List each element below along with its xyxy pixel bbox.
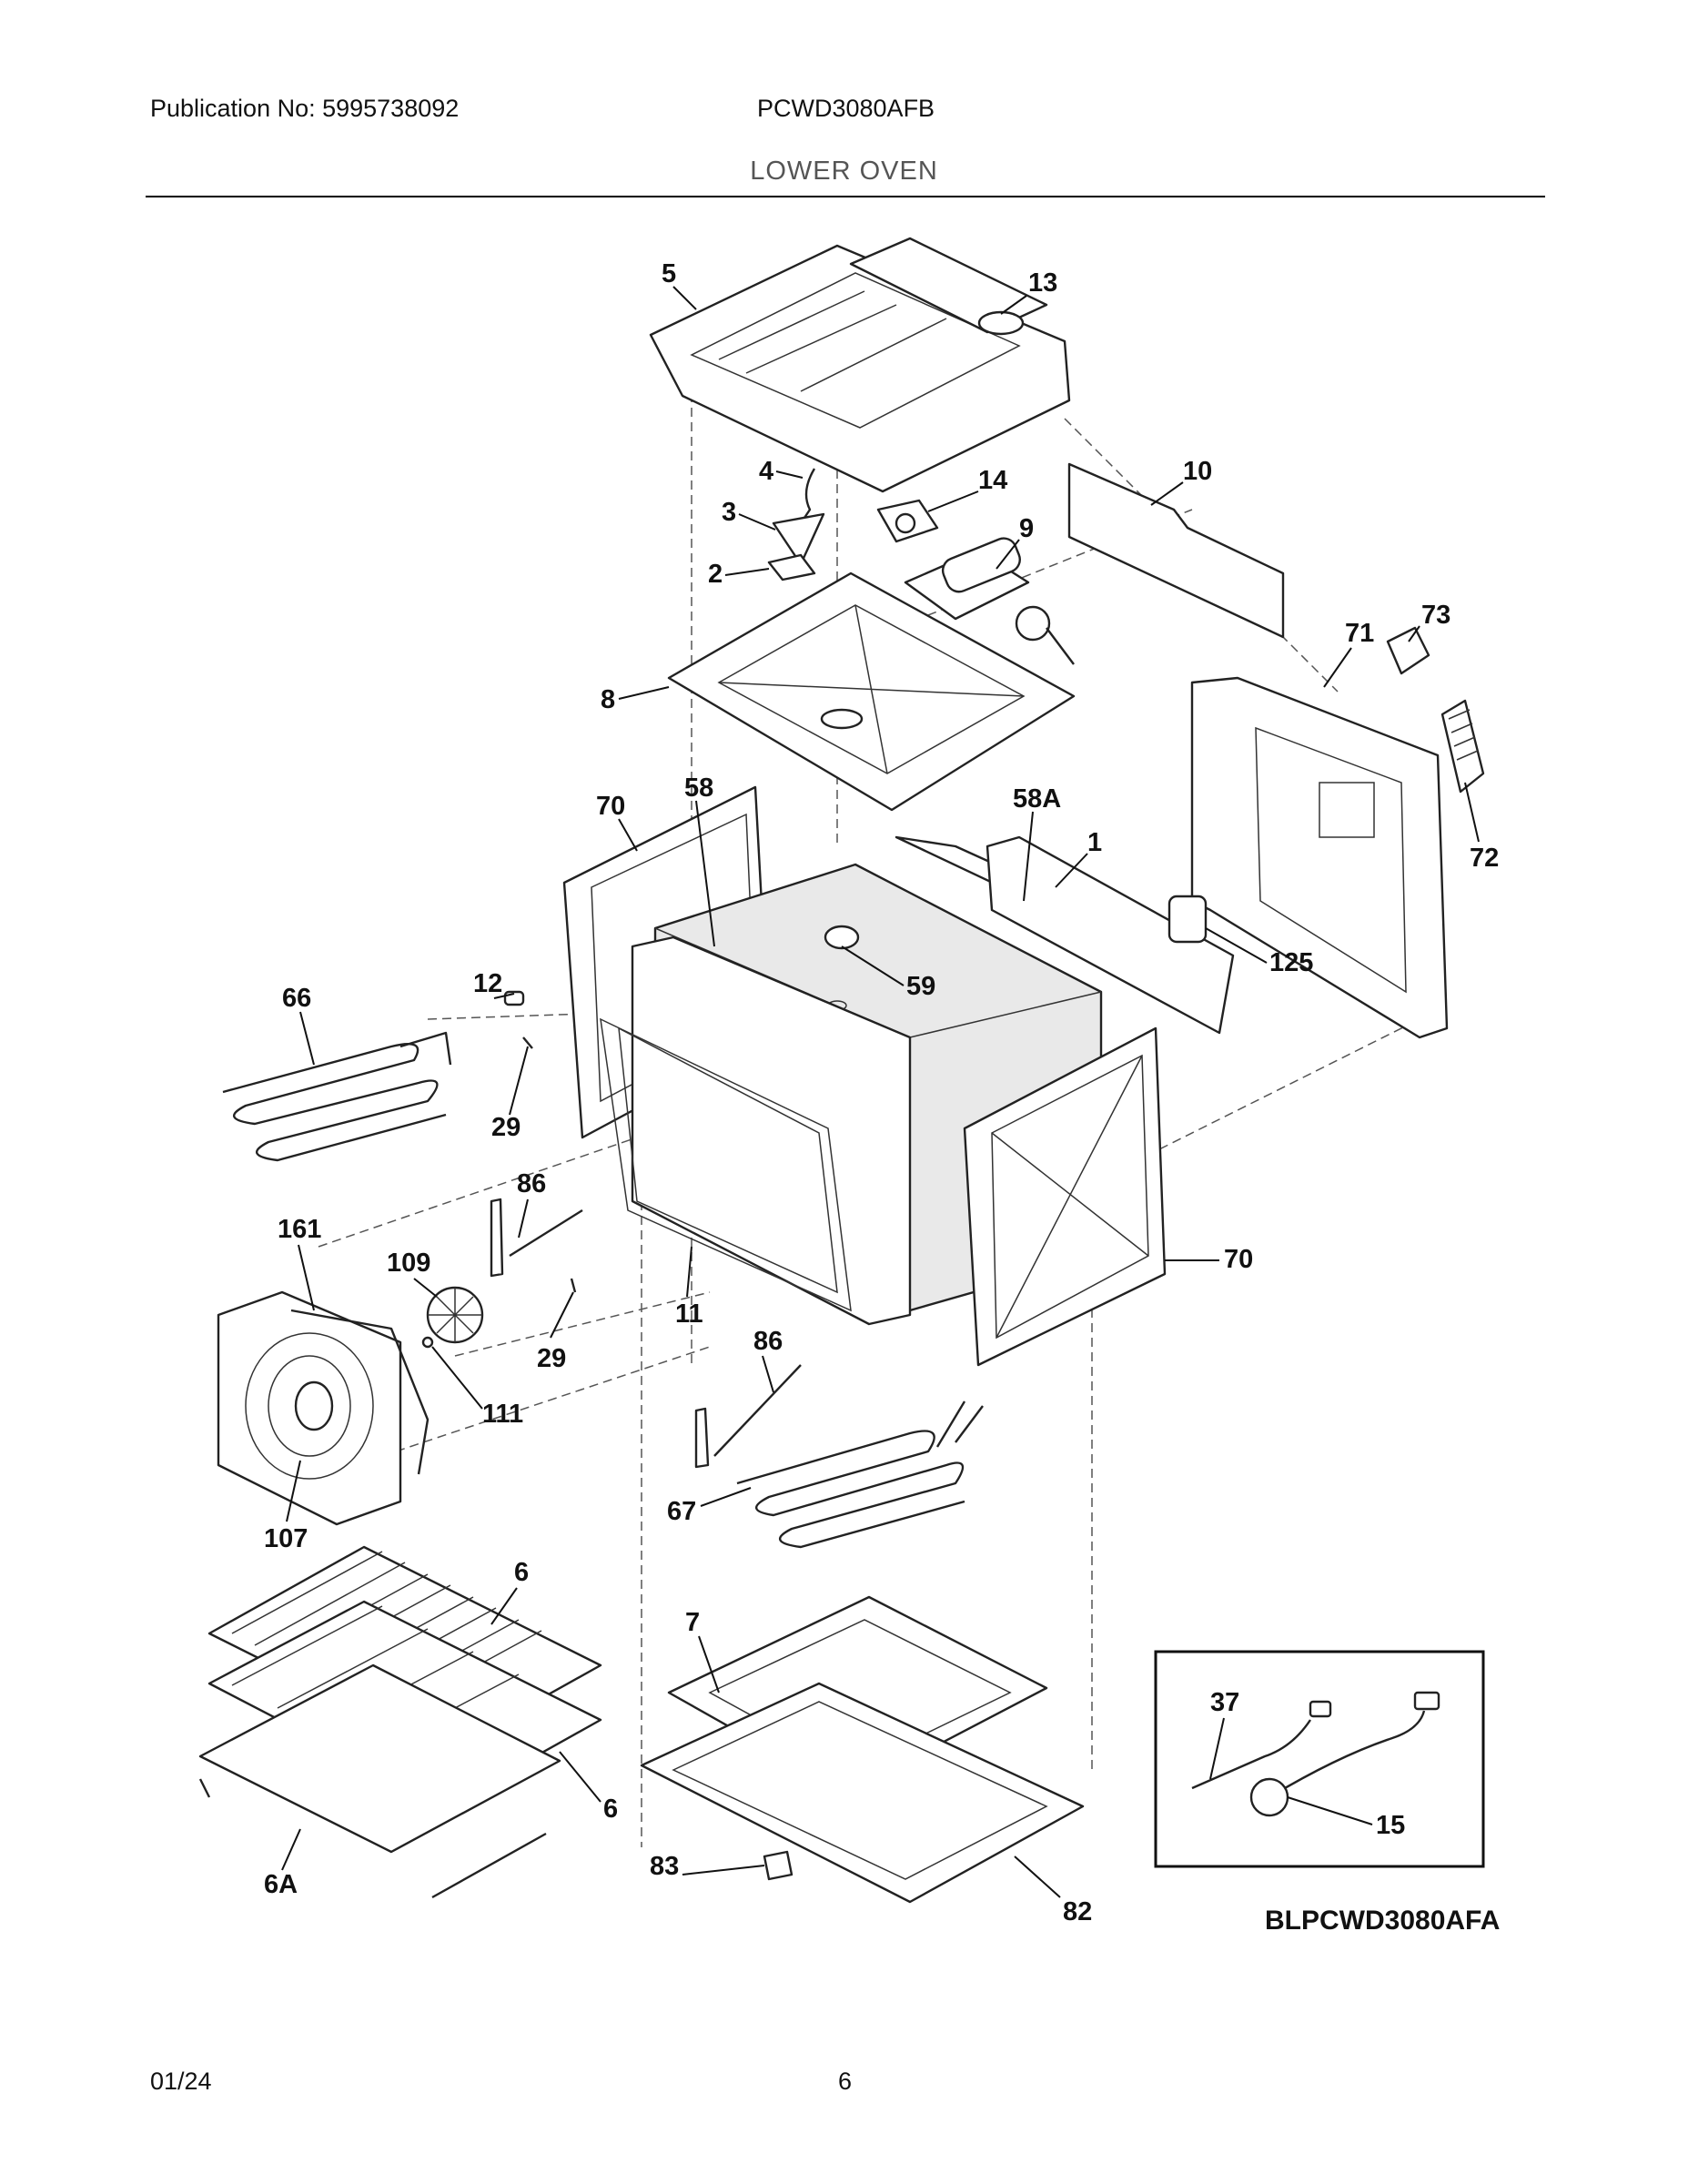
callout-59: 59 — [906, 972, 935, 1001]
parts-12-29 — [503, 990, 533, 1049]
callout-4: 4 — [759, 457, 773, 486]
part-10-heat-shield — [1067, 462, 1285, 639]
part-67-bake-element — [736, 1400, 984, 1549]
callout-15: 15 — [1376, 1811, 1405, 1840]
callout-12: 12 — [473, 969, 502, 998]
part-109-fan-blade — [421, 1286, 484, 1349]
callout-107: 107 — [264, 1524, 308, 1553]
callout-58A: 58A — [1013, 784, 1061, 814]
callout-11: 11 — [675, 1299, 703, 1329]
callout-29-b: 29 — [537, 1344, 566, 1373]
callout-29-a: 29 — [491, 1113, 521, 1142]
callout-73: 73 — [1421, 601, 1450, 630]
inset-sensor-box — [1154, 1650, 1485, 1868]
part-6-oven-racks — [198, 1545, 602, 1899]
callout-6A: 6A — [264, 1870, 298, 1899]
callout-5: 5 — [662, 259, 676, 288]
callout-10: 10 — [1183, 457, 1212, 486]
callout-58: 58 — [684, 774, 713, 803]
callout-111: 111 — [482, 1400, 523, 1429]
part-8-top-plate — [667, 571, 1076, 812]
callout-70-right: 70 — [1224, 1245, 1253, 1274]
callout-83: 83 — [650, 1852, 679, 1881]
callout-14: 14 — [978, 466, 1007, 495]
callout-82: 82 — [1063, 1897, 1092, 1926]
callout-71: 71 — [1345, 619, 1374, 648]
callout-66: 66 — [282, 984, 311, 1013]
callout-125: 125 — [1269, 948, 1313, 977]
callout-1: 1 — [1087, 828, 1102, 857]
part-7-bottom-liner — [640, 1595, 1085, 1904]
publication-number: Publication No: 5995738092 — [150, 95, 460, 122]
part-66-broil-element — [222, 1031, 452, 1162]
callout-13: 13 — [1028, 268, 1057, 298]
callout-109: 109 — [387, 1249, 430, 1278]
callout-labels: 5 13 4 14 10 3 9 2 73 71 8 72 70 58 58A … — [264, 259, 1499, 1926]
diagram-code: BLPCWD3080AFA — [1265, 1906, 1500, 1936]
callout-7: 7 — [685, 1608, 700, 1637]
section-title: LOWER OVEN — [750, 157, 938, 186]
part-71-back-panel — [1190, 676, 1449, 1039]
part-9-blower — [904, 537, 1075, 665]
callout-86-b: 86 — [753, 1327, 783, 1356]
small-top-parts — [767, 468, 939, 581]
page-number: 6 — [838, 2068, 853, 2095]
callout-161: 161 — [278, 1215, 321, 1244]
callout-6-b: 6 — [603, 1795, 618, 1824]
callout-86-a: 86 — [517, 1169, 546, 1198]
callout-37: 37 — [1210, 1688, 1239, 1717]
callout-3: 3 — [722, 498, 736, 527]
callout-72: 72 — [1470, 844, 1499, 873]
part-70-right-side — [963, 1026, 1167, 1367]
header-divider — [146, 196, 1545, 197]
part-5-top-panel — [649, 237, 1071, 493]
part-107-convection-cover — [217, 1290, 430, 1526]
part-73-72 — [1386, 626, 1485, 794]
callout-2: 2 — [708, 560, 723, 589]
model-number: PCWD3080AFB — [757, 95, 935, 122]
part-29-screw — [570, 1278, 577, 1293]
part-86-rack-support — [490, 1198, 802, 1469]
callout-70-left: 70 — [596, 792, 625, 821]
callout-67: 67 — [667, 1497, 696, 1526]
callout-8: 8 — [601, 685, 615, 714]
callout-9: 9 — [1019, 514, 1034, 543]
part-125-motor — [1167, 895, 1208, 944]
footer-date: 01/24 — [150, 2068, 212, 2095]
callout-6-a: 6 — [514, 1558, 529, 1587]
part-58A-insulation — [895, 835, 1235, 1035]
part-11-front-frame — [600, 935, 912, 1326]
